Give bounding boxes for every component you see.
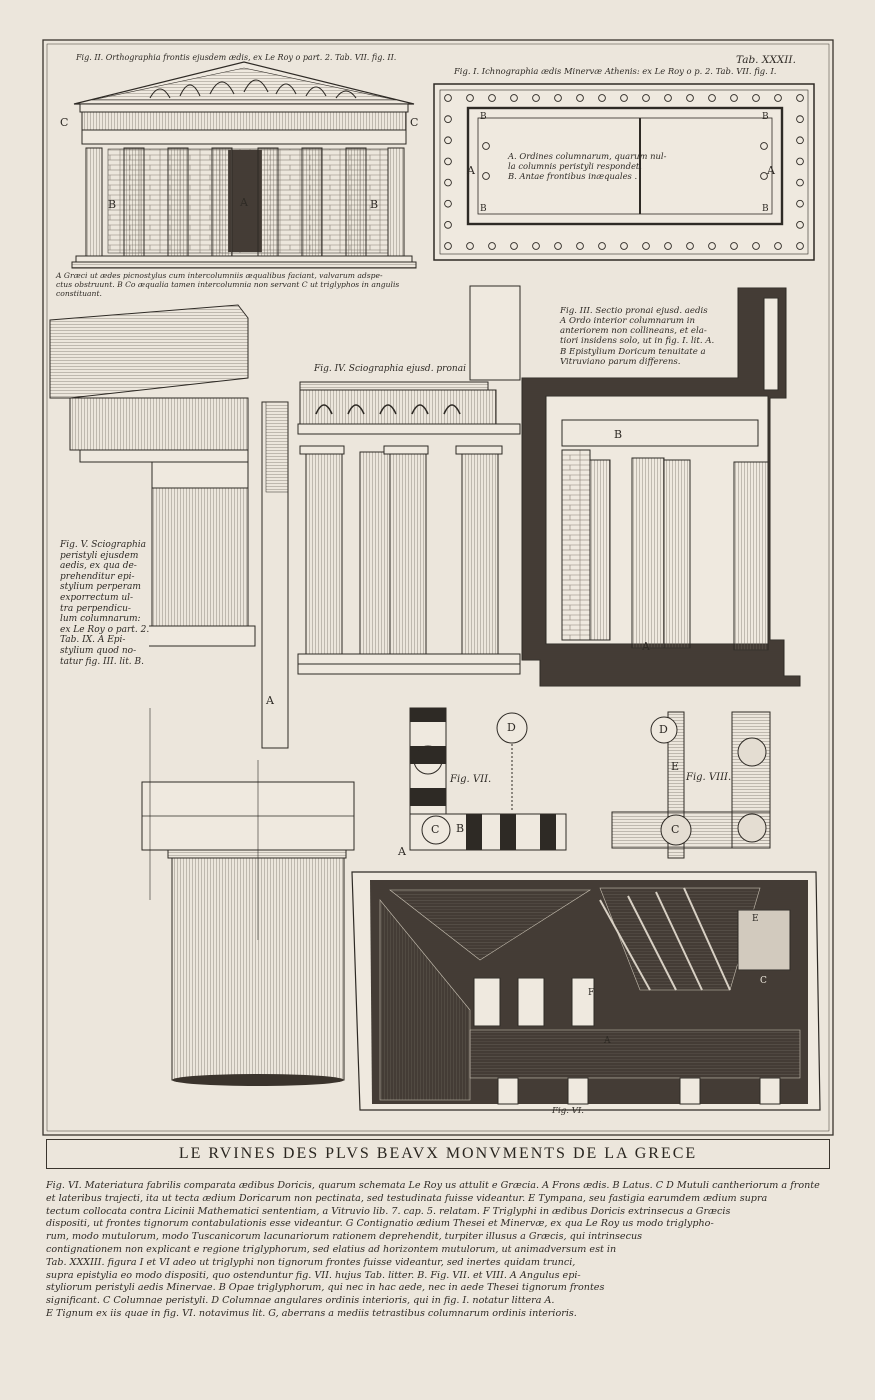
plan-column-dot xyxy=(598,242,606,250)
plan-column-dot xyxy=(532,242,540,250)
plan-column-dot xyxy=(708,94,716,102)
plan-column-dot xyxy=(444,136,452,145)
plan-column-dot xyxy=(752,94,760,102)
fig2-label-c-right: C xyxy=(410,116,419,129)
plan-column-dot xyxy=(760,172,768,180)
plan-column-dot xyxy=(598,94,606,102)
fig7-label-b: B xyxy=(456,822,465,835)
plan-column-dot xyxy=(796,115,804,123)
plan-column-dot xyxy=(444,199,452,208)
fig7-diagram xyxy=(409,707,567,851)
fig7-caption: Fig. VII. xyxy=(450,774,492,785)
plan-column-dot xyxy=(796,157,804,166)
plate-description: Fig. VI. Materiatura fabrilis comparata … xyxy=(46,1180,820,1319)
plan-column-dot xyxy=(796,199,804,208)
plate-title: LE RVINES DES PLVS BEAVX MONVMENTS DE LA… xyxy=(46,1139,830,1169)
fig8-diagram xyxy=(611,711,771,859)
fig2-label-a: A xyxy=(240,196,248,209)
fig3-section xyxy=(521,287,801,687)
plan-column-dot xyxy=(642,242,650,250)
plan-column-dot xyxy=(482,172,490,180)
fig3-label-b: B xyxy=(614,428,623,441)
plan-column-dot xyxy=(444,157,452,166)
fig6-label-e: E xyxy=(752,914,759,924)
fig7-label-c: C xyxy=(431,823,440,836)
fig2-caption: Fig. II. Orthographia frontis ejusdem æd… xyxy=(76,53,397,62)
fig2-note: A Græci ut ædes picnostylus cum intercol… xyxy=(56,271,400,298)
plan-column-dot xyxy=(554,94,562,102)
fig5-peristyle xyxy=(49,304,355,1086)
fig8-label-d: D xyxy=(659,723,668,736)
plan-column-dot xyxy=(488,94,496,102)
plan-column-dot xyxy=(730,94,738,102)
fig2-label-c-left: C xyxy=(60,116,69,129)
fig8-label-c: C xyxy=(671,823,680,836)
plan-column-dot xyxy=(796,94,804,102)
fig1-legend: A. Ordines columnarum, quarum nul- la co… xyxy=(508,151,667,181)
plan-column-dot xyxy=(708,242,716,250)
fig5-label-a: A xyxy=(266,694,274,707)
plan-column-dot xyxy=(796,178,804,187)
plan-column-dot xyxy=(620,94,628,102)
plan-column-dot xyxy=(444,115,452,123)
fig2-temple-front xyxy=(71,61,417,269)
fig1-label-b4: B xyxy=(762,204,769,214)
plan-column-dot xyxy=(444,94,452,102)
fig7-label-a: A xyxy=(398,845,406,858)
fig1-caption: Fig. I. Ichnographia ædis Minervæ Atheni… xyxy=(454,66,777,76)
fig8-label-e: E xyxy=(671,760,680,773)
plate-number: Tab. XXXII. xyxy=(736,54,796,66)
fig6-label-c: C xyxy=(760,976,767,986)
plan-column-dot xyxy=(444,221,452,229)
fig1-label-a-right: A xyxy=(767,164,775,177)
fig6-label-f: F xyxy=(588,988,595,998)
fig1-label-b2: B xyxy=(762,112,769,122)
fig7-label-d: D xyxy=(507,721,516,734)
plan-column-dot xyxy=(796,221,804,229)
plan-column-dot xyxy=(774,94,782,102)
plan-column-dot xyxy=(488,242,496,250)
plan-column-dot xyxy=(752,242,760,250)
fig6-caption: Fig. VI. xyxy=(552,1106,585,1116)
plan-column-dot xyxy=(686,242,694,250)
plan-column-dot xyxy=(510,242,518,250)
plan-column-dot xyxy=(642,94,650,102)
plan-column-dot xyxy=(466,242,474,250)
plan-column-dot xyxy=(510,94,518,102)
fig6-label-a: A xyxy=(604,1036,611,1046)
plan-column-dot xyxy=(796,242,804,250)
plan-column-dot xyxy=(760,142,768,150)
plan-column-dot xyxy=(686,94,694,102)
fig1-label-b3: B xyxy=(480,204,487,214)
plan-column-dot xyxy=(466,94,474,102)
fig6-roof-framing xyxy=(351,871,821,1111)
plan-column-dot xyxy=(620,242,628,250)
fig1-plan xyxy=(433,83,815,261)
plan-column-dot xyxy=(554,242,562,250)
fig8-caption: Fig. VIII. xyxy=(686,772,732,783)
plan-column-dot xyxy=(774,242,782,250)
plan-column-dot xyxy=(444,242,452,250)
fig2-label-b-left: B xyxy=(108,198,117,211)
plan-column-dot xyxy=(664,94,672,102)
fig3-label-a: A xyxy=(642,640,650,653)
fig5-caption: Fig. V. Sciographia peristyli ejusdem ae… xyxy=(60,540,150,668)
fig4-pronaos xyxy=(297,285,521,675)
plan-column-dot xyxy=(664,242,672,250)
fig3-caption: Fig. III. Sectio pronai ejusd. aedis A O… xyxy=(560,306,715,367)
fig1-label-a-left: A xyxy=(467,164,475,177)
plan-column-dot xyxy=(532,94,540,102)
plan-column-dot xyxy=(482,142,490,150)
fig1-label-b1: B xyxy=(480,112,487,122)
fig4-caption: Fig. IV. Sciographia ejusd. pronai xyxy=(314,364,466,374)
plan-column-dot xyxy=(576,242,584,250)
plan-column-dot xyxy=(444,178,452,187)
plan-column-dot xyxy=(796,136,804,145)
plan-column-dot xyxy=(576,94,584,102)
fig2-label-b-right: B xyxy=(370,198,379,211)
plan-column-dot xyxy=(730,242,738,250)
